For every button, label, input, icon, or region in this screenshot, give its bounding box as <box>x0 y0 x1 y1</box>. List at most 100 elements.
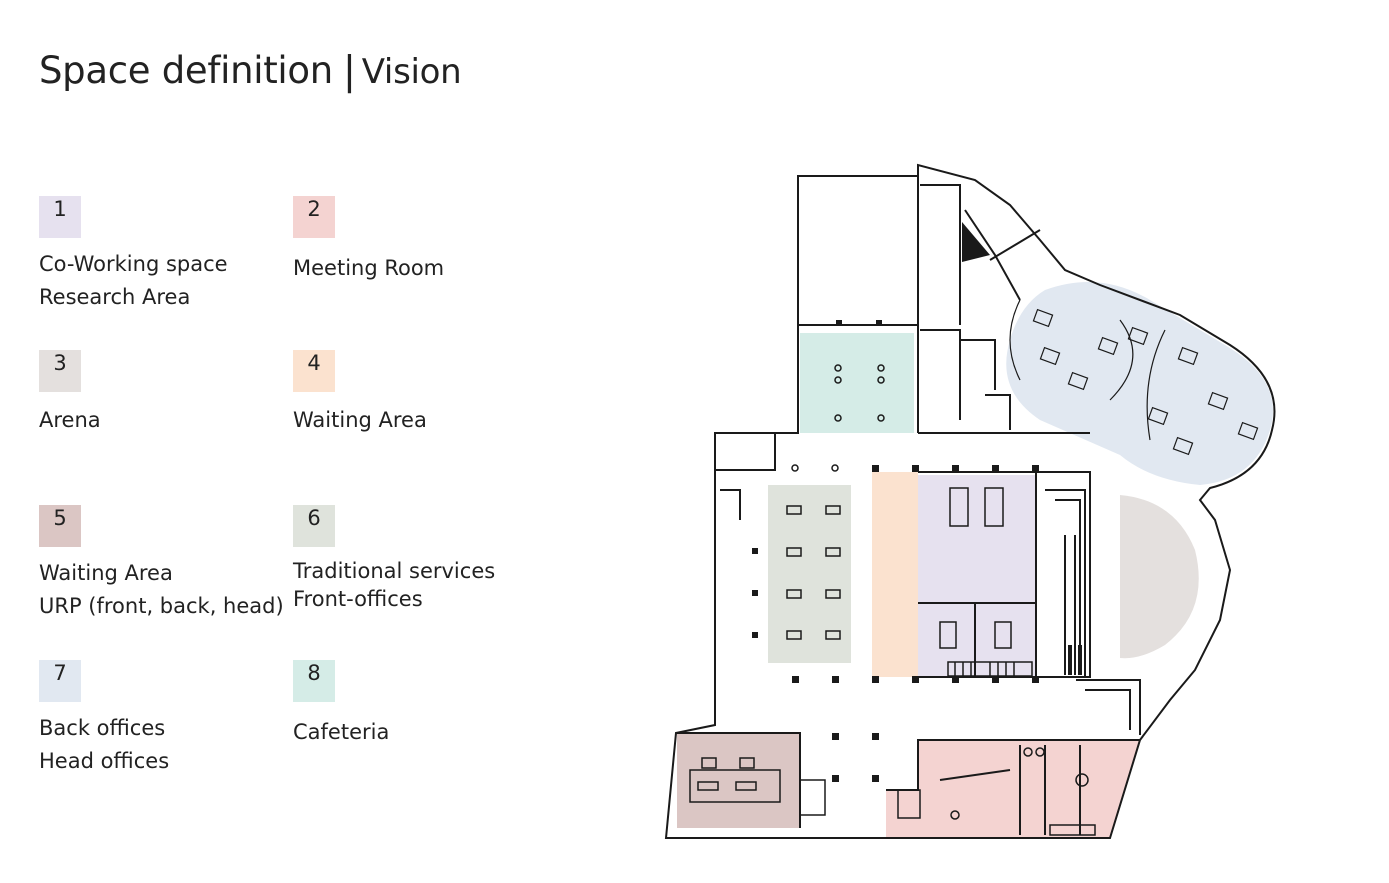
desk <box>689 769 781 803</box>
desk <box>697 781 719 791</box>
stair-dark <box>1068 645 1072 675</box>
desk <box>786 547 802 557</box>
floor-plan <box>664 163 1276 839</box>
table <box>939 621 957 649</box>
desk <box>825 505 841 515</box>
table <box>877 376 885 384</box>
zone-cafeteria <box>800 333 914 433</box>
zone-arena <box>1120 495 1199 659</box>
legend-label-6a: Traditional services <box>293 559 496 583</box>
table <box>791 464 799 472</box>
desk <box>825 589 841 599</box>
desk <box>1067 371 1089 391</box>
zone-urp <box>677 733 800 828</box>
legend-label-7a: Back offices <box>39 716 166 740</box>
corridor-wall <box>800 779 826 816</box>
table <box>831 464 839 472</box>
zone-back-offices <box>1006 282 1273 485</box>
column <box>832 733 839 740</box>
inner-wall-upper <box>797 176 1090 434</box>
table <box>877 414 885 422</box>
desk <box>1237 421 1259 441</box>
columns <box>752 222 1082 782</box>
outer-wall <box>664 163 1276 839</box>
legend-swatch-4: 4 <box>293 350 335 392</box>
desk <box>1097 336 1119 356</box>
legend-swatch-5: 5 <box>39 505 81 547</box>
curved-partition <box>1009 299 1166 441</box>
legend-item-4: 4 Waiting Area <box>293 350 543 437</box>
table <box>834 364 842 372</box>
legend-label-6b: Front-offices <box>293 587 423 611</box>
zone-traditional-services <box>768 485 851 663</box>
column <box>872 465 879 472</box>
walls <box>664 163 1276 839</box>
column <box>992 465 999 472</box>
column <box>836 320 842 326</box>
table <box>877 364 885 372</box>
legend-item-6: 6 Traditional services Front-offices <box>293 505 543 613</box>
desk <box>1039 346 1061 366</box>
column <box>952 465 959 472</box>
bench <box>947 661 1033 677</box>
meeting-furniture <box>897 747 1096 836</box>
legend-label-1b: Research Area <box>39 285 191 309</box>
inner-wall-core <box>918 471 1091 678</box>
chair <box>1075 773 1089 787</box>
column <box>872 733 879 740</box>
desk <box>1177 346 1199 366</box>
office-desks <box>1009 299 1259 456</box>
legend-swatch-7: 7 <box>39 660 81 702</box>
legend-label-5b: URP (front, back, head) <box>39 594 284 618</box>
desk <box>786 505 802 515</box>
column <box>992 676 999 683</box>
table <box>984 487 1004 527</box>
desk <box>701 757 717 769</box>
inner-wall-stairs <box>1045 489 1086 677</box>
column <box>876 320 882 326</box>
legend-swatch-1: 1 <box>39 196 81 238</box>
urp-furniture <box>689 757 826 816</box>
column <box>792 676 799 683</box>
inner-wall-right <box>1076 679 1141 735</box>
legend-label-4a: Waiting Area <box>293 408 427 432</box>
inner-wall-lower <box>676 732 1140 835</box>
legend-label-8a: Cafeteria <box>293 720 390 744</box>
legend-swatch-3: 3 <box>39 350 81 392</box>
legend-item-3: 3 Arena <box>39 350 289 437</box>
column <box>912 465 919 472</box>
table <box>834 376 842 384</box>
desk <box>1127 326 1149 346</box>
desk <box>825 630 841 640</box>
desk <box>1032 308 1054 328</box>
legend-item-1: 1 Co-Working space Research Area <box>39 196 289 314</box>
title-subtitle: Vision <box>361 52 462 92</box>
table <box>949 487 969 527</box>
legend-label-1a: Co-Working space <box>39 252 228 276</box>
desk <box>739 757 755 769</box>
column <box>1032 676 1039 683</box>
column <box>752 590 758 596</box>
column <box>1032 465 1039 472</box>
chair <box>1023 747 1033 757</box>
table <box>834 414 842 422</box>
legend-item-7: 7 Back offices Head offices <box>39 660 289 778</box>
title-separator: | <box>342 49 356 94</box>
column <box>872 775 879 782</box>
column <box>952 676 959 683</box>
column <box>872 676 879 683</box>
column <box>752 632 758 638</box>
desk <box>825 547 841 557</box>
legend-label-2a: Meeting Room <box>293 256 445 280</box>
inner-wall-left <box>715 433 776 520</box>
chair <box>1035 747 1045 757</box>
zone-coworking <box>918 475 1036 677</box>
title-main: Space definition <box>39 49 333 92</box>
coworking-furniture <box>939 487 1033 677</box>
zones <box>677 282 1273 838</box>
zone-waiting-area <box>872 472 918 677</box>
bench <box>1049 824 1096 836</box>
legend-swatch-8: 8 <box>293 660 335 702</box>
desk <box>1172 436 1194 456</box>
legend-item-8: 8 Cafeteria <box>293 660 543 749</box>
